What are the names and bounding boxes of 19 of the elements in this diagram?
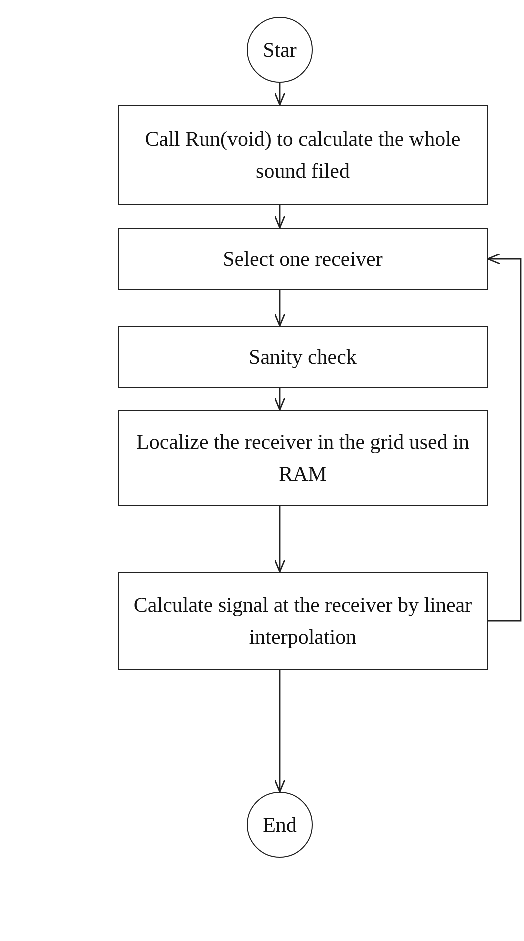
arrow [274,290,286,327]
node-label: Sanity check [249,344,357,371]
node-label: Select one receiver [223,246,383,273]
node-label: Localize the receiver in the grid used in RAM [136,429,470,488]
node-label: End [263,812,297,839]
process-box [118,572,488,670]
process-box [118,326,488,388]
arrow [487,253,522,622]
process-box [118,410,488,506]
node-label: Call Run(void) to calculate the whole sound filed [144,126,462,185]
arrow [274,205,286,229]
arrow [274,670,286,793]
process-box [118,228,488,290]
process-box [118,105,488,205]
node-label: Calculate signal at the receiver by linear interpolation [133,592,473,651]
arrow [274,83,286,106]
node-label: Star [263,37,297,64]
arrow [274,388,286,411]
arrow [274,506,286,573]
